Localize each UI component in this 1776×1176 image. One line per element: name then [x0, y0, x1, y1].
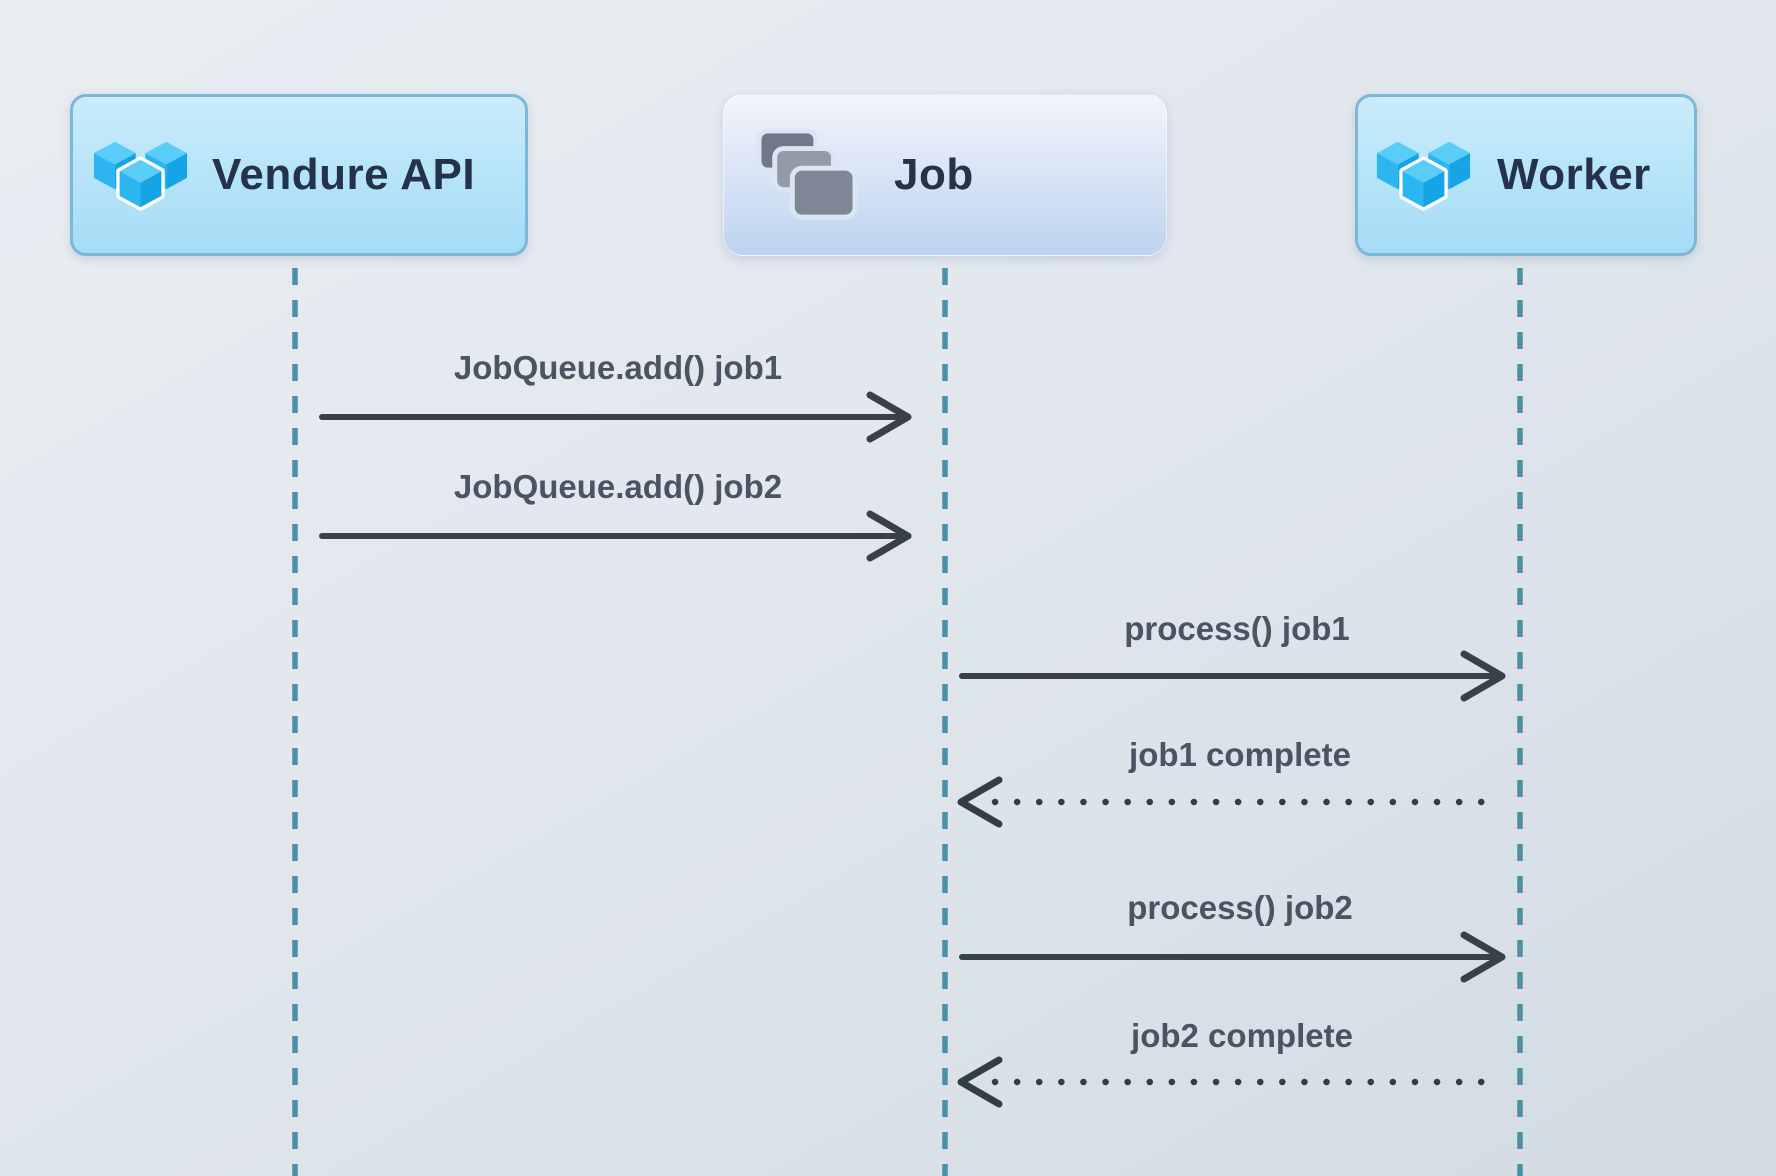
message-label-6: job2 complete	[1131, 1017, 1353, 1054]
vendure-logo-icon	[1376, 131, 1471, 219]
participant-worker: Worker	[1355, 94, 1697, 256]
message-label-4: job1 complete	[1129, 736, 1351, 773]
participant-label: Worker	[1497, 150, 1651, 199]
participant-job: Job	[723, 94, 1167, 256]
message-label-5: process() job2	[1127, 889, 1353, 926]
message-label-2: JobQueue.add() job2	[453, 468, 783, 505]
message-arrow-6	[957, 1056, 1492, 1108]
message-arrow-2	[319, 510, 912, 562]
stacked-cards-icon	[756, 128, 858, 222]
message-arrow-1	[319, 391, 912, 443]
message-label-1: JobQueue.add() job1	[453, 349, 783, 386]
participant-label: Vendure API	[212, 150, 476, 199]
message-arrow-4	[957, 776, 1492, 828]
message-label-3: process() job1	[1124, 610, 1350, 647]
message-arrow-5	[959, 931, 1506, 983]
participant-vendure-api: Vendure API	[70, 94, 528, 256]
vendure-logo-icon	[93, 131, 188, 219]
message-arrow-3	[959, 650, 1506, 702]
participant-label: Job	[894, 150, 974, 199]
